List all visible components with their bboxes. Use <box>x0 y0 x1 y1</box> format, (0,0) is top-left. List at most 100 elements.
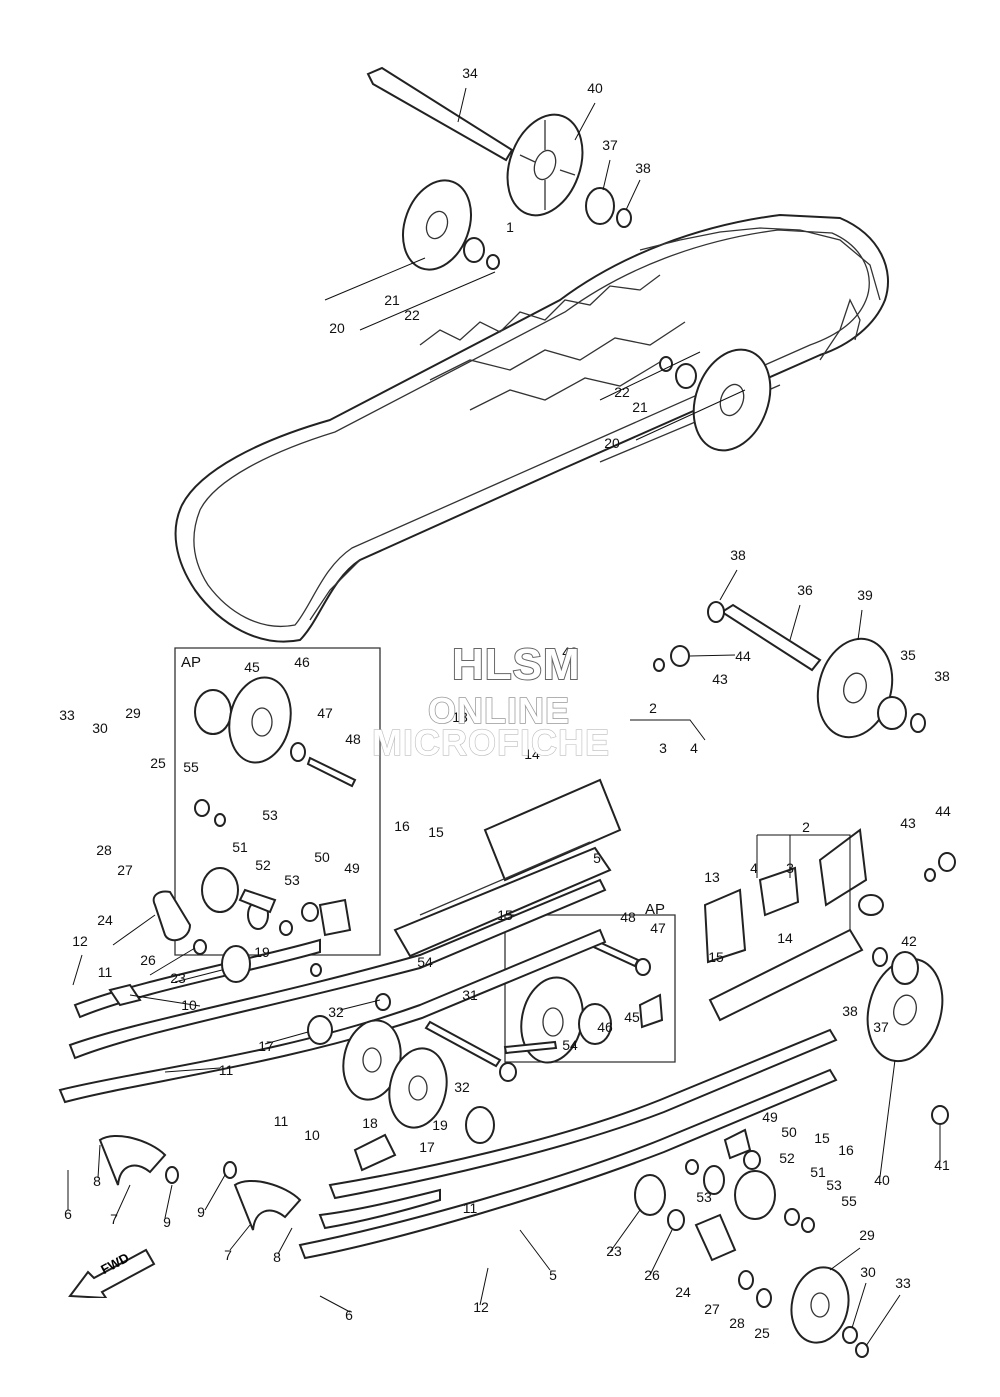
callout-26: 26 <box>644 1267 660 1283</box>
callout-27: 27 <box>117 862 133 878</box>
callout-24: 24 <box>675 1284 691 1300</box>
callout-55: 55 <box>841 1193 857 1209</box>
ap-label-right: AP <box>645 901 665 918</box>
callout-55: 55 <box>183 759 199 775</box>
drive-track <box>174 213 889 643</box>
callout-33: 33 <box>59 707 75 723</box>
callout-16: 16 <box>394 818 410 834</box>
callout-9: 9 <box>197 1204 205 1220</box>
callout-13: 13 <box>452 709 468 725</box>
callout-50: 50 <box>314 849 330 865</box>
callout-46: 46 <box>294 654 310 670</box>
ap-box-right: AP <box>503 901 676 1064</box>
right-slide-rail <box>298 828 869 1358</box>
callout-2: 2 <box>802 819 810 835</box>
ap-label-left: AP <box>181 654 201 671</box>
callout-44: 44 <box>735 648 751 664</box>
callout-41: 41 <box>934 1157 950 1173</box>
callout-42: 42 <box>901 933 917 949</box>
callout-20: 20 <box>604 435 620 451</box>
callout-16: 16 <box>838 1142 854 1158</box>
callout-54: 54 <box>562 1037 578 1053</box>
callout-6: 6 <box>64 1206 72 1222</box>
callout-33: 33 <box>895 1275 911 1291</box>
callout-36: 36 <box>797 582 813 598</box>
callout-53: 53 <box>262 807 278 823</box>
callout-53: 53 <box>696 1189 712 1205</box>
callout-50: 50 <box>781 1124 797 1140</box>
callout-19: 19 <box>254 944 270 960</box>
callout-45: 45 <box>244 659 260 675</box>
idler-axle-assembly <box>653 601 956 1125</box>
callout-7: 7 <box>110 1211 118 1227</box>
callout-22: 22 <box>404 307 420 323</box>
callout-25: 25 <box>150 755 166 771</box>
callout-15: 15 <box>708 949 724 965</box>
callout-49: 49 <box>762 1109 778 1125</box>
callout-40: 40 <box>587 80 603 96</box>
callout-11: 11 <box>98 964 113 980</box>
callout-6: 6 <box>345 1307 353 1323</box>
callout-45: 45 <box>624 1009 640 1025</box>
callout-38: 38 <box>730 547 746 563</box>
callout-29: 29 <box>859 1227 875 1243</box>
callout-38: 38 <box>635 160 651 176</box>
ap-box-left: AP <box>174 647 381 956</box>
callout-21: 21 <box>632 399 648 415</box>
callout-10: 10 <box>181 997 197 1013</box>
callout-11: 11 <box>219 1062 234 1078</box>
callout-46: 46 <box>597 1019 613 1035</box>
callout-23: 23 <box>606 1243 622 1259</box>
callout-15: 15 <box>814 1130 830 1146</box>
callout-21: 21 <box>384 292 400 308</box>
callout-8: 8 <box>273 1249 281 1265</box>
callout-10: 10 <box>304 1127 320 1143</box>
callout-15: 15 <box>428 824 444 840</box>
callout-52: 52 <box>255 857 271 873</box>
callout-28: 28 <box>96 842 112 858</box>
callout-51: 51 <box>810 1164 826 1180</box>
callout-14: 14 <box>777 930 793 946</box>
callout-53: 53 <box>826 1177 842 1193</box>
callout-47: 47 <box>650 920 666 936</box>
callout-48: 48 <box>620 909 636 925</box>
callout-25: 25 <box>754 1325 770 1341</box>
callout-35: 35 <box>900 647 916 663</box>
left-slide-rail <box>58 778 622 1231</box>
callout-34: 34 <box>462 65 478 81</box>
callout-49: 49 <box>344 860 360 876</box>
watermark-line-1: HLSM <box>451 639 581 690</box>
callout-30: 30 <box>860 1264 876 1280</box>
callout-32: 32 <box>454 1079 470 1095</box>
callout-15: 15 <box>497 907 513 923</box>
callout-29: 29 <box>125 705 141 721</box>
callout-53: 53 <box>284 872 300 888</box>
callout-22: 22 <box>614 384 630 400</box>
callout-54: 54 <box>417 954 433 970</box>
callout-43: 43 <box>900 815 916 831</box>
callout-17: 17 <box>419 1139 435 1155</box>
rear-axle-assembly <box>366 66 772 452</box>
callout-7: 7 <box>224 1247 232 1263</box>
callout-11: 11 <box>274 1113 289 1129</box>
callout-28: 28 <box>729 1315 745 1331</box>
callout-12: 12 <box>72 933 88 949</box>
callout-27: 27 <box>704 1301 720 1317</box>
callout-48: 48 <box>345 731 361 747</box>
callout-4: 4 <box>690 740 698 756</box>
callout-40: 40 <box>874 1172 890 1188</box>
callout-5: 5 <box>549 1267 557 1283</box>
callout-42: 42 <box>562 644 578 660</box>
callout-3: 3 <box>659 740 667 756</box>
callout-1: 1 <box>506 219 514 235</box>
callout-37: 37 <box>873 1019 889 1035</box>
callout-2: 2 <box>649 700 657 716</box>
callout-13: 13 <box>704 869 720 885</box>
callout-5: 5 <box>593 850 601 866</box>
callout-23: 23 <box>170 970 186 986</box>
callout-47: 47 <box>317 705 333 721</box>
callout-52: 52 <box>779 1150 795 1166</box>
callout-43: 43 <box>712 671 728 687</box>
